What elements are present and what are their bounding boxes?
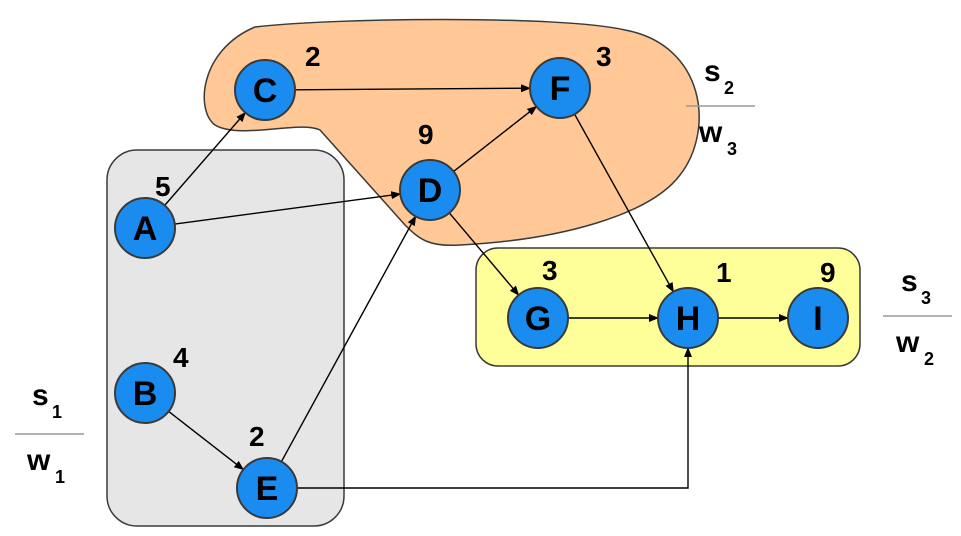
- node-d[interactable]: D9: [399, 119, 461, 221]
- node-h-label: H: [676, 300, 701, 338]
- node-d-label: D: [418, 172, 443, 210]
- node-i-weight: 9: [820, 257, 836, 288]
- node-g-circle: [507, 287, 569, 349]
- node-g-label: G: [525, 300, 551, 338]
- edge-c-to-f: [294, 84, 532, 93]
- group-3-top-letter: s: [901, 265, 918, 298]
- group-2-bottom-subscript: 3: [727, 139, 737, 159]
- group-3-fraction-label: s 3 w 2: [883, 265, 952, 369]
- node-f-circle: [529, 57, 591, 119]
- node-c-circle: [234, 59, 296, 121]
- group-3-top-subscript: 3: [921, 288, 931, 308]
- edge-a-to-c: [164, 111, 246, 206]
- node-i[interactable]: I9: [787, 257, 849, 349]
- node-i-label: I: [813, 300, 822, 338]
- node-h[interactable]: H1: [657, 257, 732, 349]
- node-e[interactable]: E2: [236, 421, 298, 519]
- group-2-bottom-letter: w: [698, 116, 723, 149]
- node-f-label: F: [550, 70, 571, 108]
- group-1-fraction-label: s 1 w 1: [15, 379, 84, 487]
- node-h-weight: 1: [716, 257, 732, 288]
- node-a-circle: [114, 197, 176, 259]
- node-a[interactable]: A5: [114, 171, 176, 259]
- node-h-circle: [657, 287, 719, 349]
- group-1-top-subscript: 1: [52, 402, 62, 422]
- node-a-weight: 5: [155, 171, 171, 202]
- edge-a-to-d: [174, 191, 402, 225]
- node-b-weight: 4: [173, 342, 189, 373]
- node-b-circle: [114, 362, 176, 424]
- node-g-weight: 3: [542, 255, 558, 286]
- node-d-circle: [399, 159, 461, 221]
- edge-e-to-h: [297, 347, 692, 489]
- edge-e-to-d: [280, 215, 417, 463]
- group-2-top-subscript: 2: [724, 78, 734, 98]
- node-i-circle: [787, 287, 849, 349]
- node-d-weight: 9: [418, 119, 434, 150]
- group-3-bottom-subscript: 2: [924, 349, 934, 369]
- node-c-weight: 2: [305, 41, 321, 72]
- node-g[interactable]: G3: [507, 255, 569, 349]
- group-1-bottom-subscript: 1: [55, 467, 65, 487]
- edge-d-to-f: [453, 105, 538, 173]
- node-e-weight: 2: [249, 421, 265, 452]
- node-e-circle: [236, 457, 298, 519]
- edge-b-to-e: [168, 410, 245, 471]
- edge-f-to-h: [573, 113, 675, 293]
- node-c[interactable]: C2: [234, 41, 321, 121]
- node-b[interactable]: B4: [114, 342, 189, 424]
- node-b-label: B: [133, 375, 158, 413]
- node-e-label: E: [256, 470, 279, 508]
- group-1-bottom-letter: w: [26, 444, 51, 477]
- node-f-weight: 3: [596, 41, 612, 72]
- group-3-bottom-letter: w: [895, 326, 920, 359]
- group-1-top-letter: s: [32, 379, 49, 412]
- edge-d-to-g: [448, 212, 520, 296]
- group-2-fraction-label: s 2 w 3: [686, 55, 755, 159]
- group-2-top-letter: s: [704, 55, 721, 88]
- edges-layer: [164, 84, 789, 489]
- node-f[interactable]: F3: [529, 41, 612, 119]
- node-a-label: A: [133, 210, 158, 248]
- node-c-label: C: [253, 72, 278, 110]
